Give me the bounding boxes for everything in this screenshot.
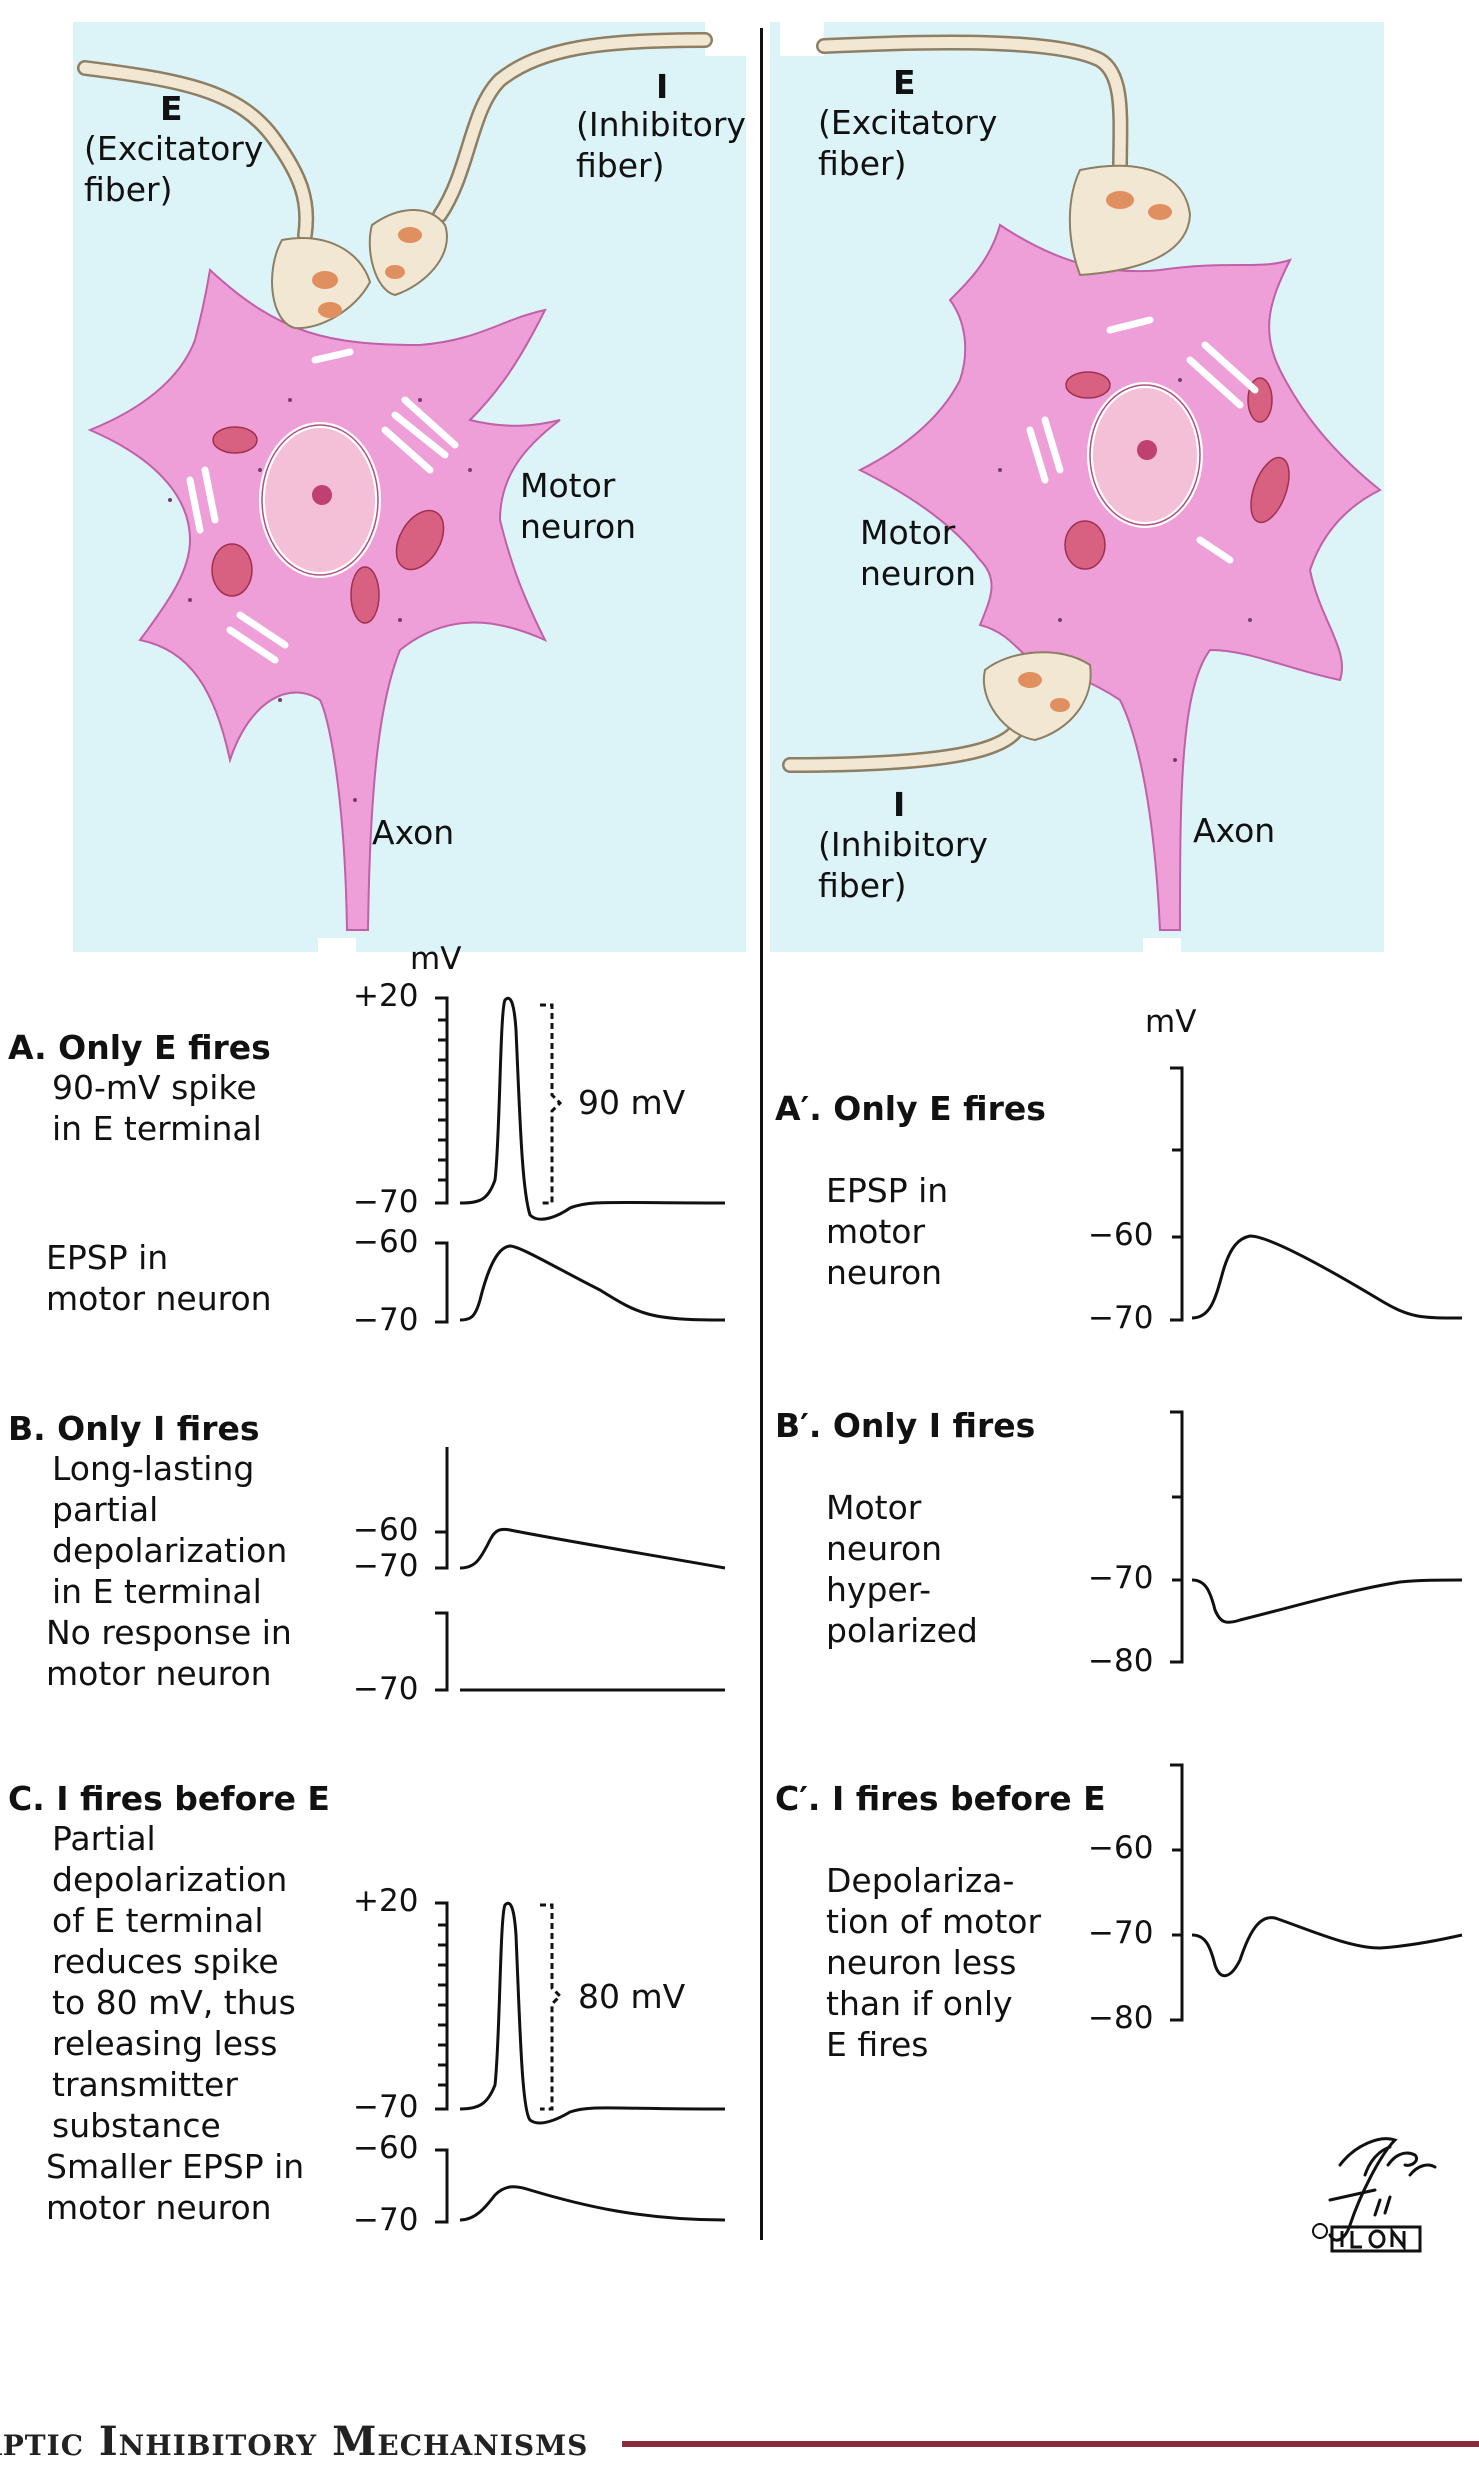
- section-b2-tick-a: −70: [1088, 1560, 1154, 1596]
- section-a2-text: EPSP in motor neuron: [826, 1171, 949, 1292]
- right-excitatory-fiber: [816, 34, 1192, 277]
- trace-a-bracket: [540, 1003, 563, 1205]
- page-title: aptic Inhibitory Mechanisms: [0, 2418, 589, 2465]
- section-c2-tick-b: −70: [1088, 1915, 1154, 1951]
- left-excitatory-fiber: [77, 60, 372, 330]
- trace-a-terminal-axis: [435, 996, 449, 1205]
- section-a-terminal-text: 90-mV spike in E terminal: [52, 1068, 262, 1148]
- section-b2-tick-b: −80: [1088, 1643, 1154, 1679]
- left-neuron-label: Motor neuron: [520, 466, 637, 546]
- section-a-heading: A. Only E fires: [8, 1028, 271, 1067]
- trace-a-epsp: [459, 1244, 726, 1322]
- left-e-description: (Excitatory fiber): [84, 129, 264, 209]
- trace-c-terminal-spike: [459, 1901, 726, 2125]
- section-a-tick-base: −70: [353, 1184, 419, 1220]
- title-rule: [622, 2441, 1479, 2447]
- section-c-epsp-tick-base: −70: [353, 2202, 419, 2238]
- section-c-epsp-tick-top: −60: [353, 2130, 419, 2166]
- traces: [435, 996, 1463, 2224]
- trace-b-terminal-axis: [435, 1447, 449, 1570]
- section-b-tick-b: −70: [353, 1548, 419, 1584]
- section-b-heading: B. Only I fires: [8, 1409, 260, 1448]
- trace-c2-axis: [1170, 1763, 1184, 2022]
- section-c2-text: Depolariza- tion of motor neuron less th…: [826, 1861, 1042, 2064]
- trace-a-terminal-spike: [459, 996, 726, 1221]
- section-c-bracket-label: 80 mV: [578, 1977, 686, 2016]
- trace-c-epsp: [459, 2185, 726, 2222]
- trace-b2-axis: [1170, 1410, 1184, 1664]
- right-axon-label: Axon: [1193, 811, 1276, 850]
- trace-b2-trace: [1191, 1578, 1463, 1624]
- right-motor-neuron: [857, 223, 1382, 931]
- section-c-tick-top: +20: [353, 1883, 419, 1919]
- section-a2-heading: A′. Only E fires: [775, 1089, 1046, 1128]
- section-b-tick-a: −60: [353, 1512, 419, 1548]
- section-c2-heading: C′. I fires before E: [775, 1779, 1106, 1818]
- right-i-letter: I: [893, 785, 906, 824]
- section-a-unit: mV: [410, 941, 462, 977]
- right-neuron-label: Motor neuron: [860, 513, 977, 593]
- section-a-tick-top: +20: [353, 978, 419, 1014]
- netter-signature-logo: [1312, 2137, 1437, 2253]
- section-a2-tick-b: −70: [1088, 1300, 1154, 1336]
- trace-c-epsp-axis: [435, 2148, 449, 2224]
- right-inhibitory-fiber: [782, 651, 1092, 773]
- left-axon-label: Axon: [372, 813, 455, 852]
- left-e-letter: E: [160, 89, 183, 128]
- trace-a2-axis: [1170, 1066, 1184, 1322]
- trace-c2-trace: [1191, 1916, 1463, 1978]
- section-c-epsp-text: Smaller EPSP in motor neuron: [46, 2147, 305, 2227]
- left-i-letter: I: [656, 67, 669, 106]
- section-b2-heading: B′. Only I fires: [775, 1406, 1036, 1445]
- section-c2-tick-a: −60: [1088, 1830, 1154, 1866]
- section-b-tick-c: −70: [353, 1671, 419, 1707]
- section-c2-tick-c: −80: [1088, 2000, 1154, 2036]
- section-a-epsp-tick-top: −60: [353, 1224, 419, 1260]
- section-c-terminal-text: Partial depolarization of E terminal red…: [52, 1819, 296, 2145]
- trace-b-motor-axis: [435, 1611, 449, 1692]
- section-a2-unit: mV: [1145, 1004, 1197, 1040]
- trace-a2-epsp: [1191, 1234, 1463, 1320]
- section-b-terminal-text: Long-lasting partial depolarization in E…: [52, 1449, 288, 1611]
- left-inhibitory-fiber: [368, 32, 713, 297]
- section-b-motor-text: No response in motor neuron: [46, 1613, 292, 1693]
- left-i-description: (Inhibitory fiber): [576, 105, 746, 185]
- section-a-epsp-tick-base: −70: [353, 1302, 419, 1338]
- section-a-epsp-text: EPSP in motor neuron: [46, 1238, 272, 1318]
- trace-c-terminal-axis: [435, 1901, 449, 2111]
- center-divider: [760, 28, 763, 2240]
- section-a-bracket-label: 90 mV: [578, 1083, 686, 1122]
- section-a2-tick-a: −60: [1088, 1217, 1154, 1253]
- illustration: [73, 14, 1384, 958]
- right-e-letter: E: [893, 63, 916, 102]
- section-c-tick-base: −70: [353, 2089, 419, 2125]
- trace-b-terminal: [459, 1527, 726, 1570]
- trace-a-epsp-axis: [435, 1241, 449, 1324]
- right-e-description: (Excitatory fiber): [818, 103, 998, 183]
- left-motor-neuron: [87, 268, 561, 931]
- section-c-heading: C. I fires before E: [8, 1779, 330, 1818]
- section-b2-text: Motor neuron hyper- polarized: [826, 1488, 978, 1650]
- trace-c-bracket: [540, 1903, 563, 2111]
- right-i-description: (Inhibitory fiber): [818, 825, 988, 905]
